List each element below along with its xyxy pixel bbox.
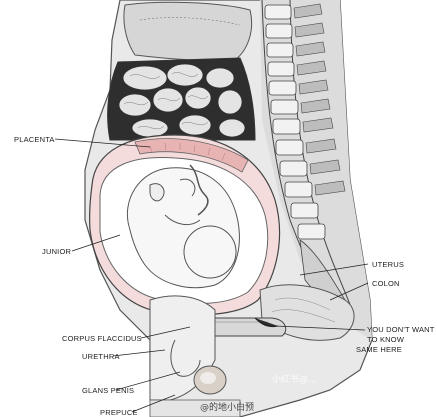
urethra-tube xyxy=(170,339,201,377)
umbilical-cord xyxy=(189,164,209,216)
label-uterus: UTERUS xyxy=(372,260,405,269)
label-junior: JUNIOR xyxy=(42,247,72,256)
watermark-faint: 小红书@... xyxy=(272,375,317,385)
label-urethra: URETHRA xyxy=(82,352,120,361)
label-colon: COLON xyxy=(372,279,400,288)
label-to-know: TO KNOW xyxy=(367,335,405,344)
label-prepuce: PREPUCE xyxy=(100,408,138,417)
watermark-handle: @的地小白预 xyxy=(200,403,255,413)
placenta xyxy=(134,138,249,173)
label-placenta: PLACENTA xyxy=(14,135,55,144)
leader-lines xyxy=(54,138,369,413)
label-same-here: SAME HERE xyxy=(356,345,402,354)
stomach xyxy=(123,1,253,62)
label-glans-penis: GLANS PENIS xyxy=(82,386,135,395)
label-corpus-flaccidus: CORPUS FLACCIDUS xyxy=(62,334,142,343)
label-you-dont-want: YOU DON'T WANT xyxy=(367,325,435,334)
fetus xyxy=(126,167,240,289)
spine xyxy=(261,0,353,311)
